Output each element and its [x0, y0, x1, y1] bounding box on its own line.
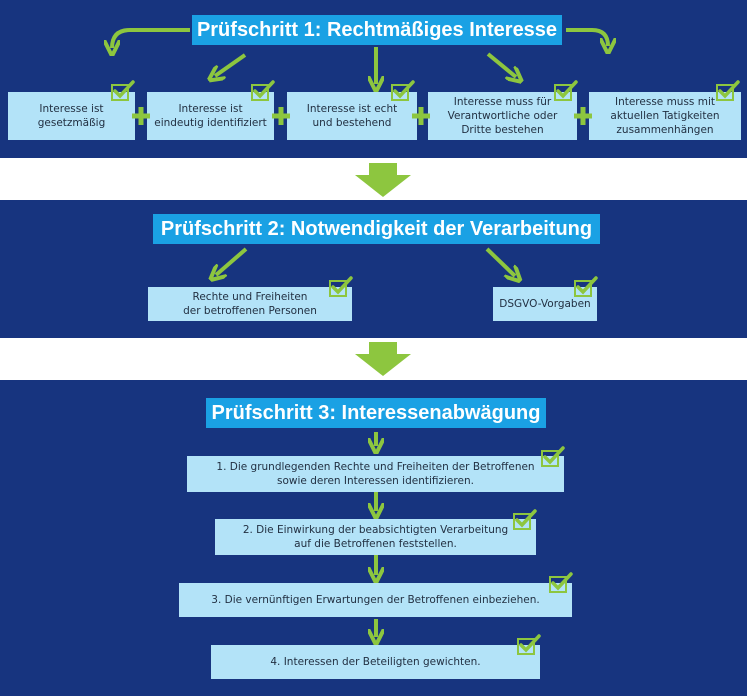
criterion-box: Interesse ist eindeutig identifiziert: [147, 92, 274, 140]
check-icon: [554, 80, 578, 101]
step-box: 2. Die Einwirkung der beabsichtigten Ver…: [215, 519, 536, 555]
stage-3-arrows: [0, 432, 747, 696]
check-icon: [391, 80, 415, 101]
criterion-box: DSGVO-Vorgaben: [493, 287, 597, 321]
step-box: 1. Die grundlegenden Rechte und Freiheit…: [187, 456, 564, 492]
arrow-icon: [486, 52, 516, 77]
stage-3-title: Prüfschritt 3: Interessenabwägung: [206, 398, 546, 428]
check-icon: [549, 572, 573, 593]
check-icon: [574, 276, 598, 297]
arrow-icon: [215, 53, 247, 76]
arrow-icon: [566, 28, 608, 46]
stage-3-panel: Prüfschritt 3: Interessenabwägung 1. Die…: [0, 380, 747, 696]
check-icon: [329, 276, 353, 297]
plus-icon: [412, 107, 430, 125]
step-box: 3. Die vernünftigen Erwartungen der Betr…: [179, 583, 572, 617]
criterion-box: Rechte und Freiheiten der betroffenen Pe…: [148, 287, 352, 321]
step-box: 4. Interessen der Beteiligten gewichten.: [211, 645, 540, 679]
arrow-icon: [355, 163, 411, 197]
arrow-icon: [485, 247, 515, 276]
check-icon: [513, 509, 537, 530]
arrow-icon: [112, 28, 190, 48]
plus-icon: [132, 107, 150, 125]
arrow-icon: [355, 342, 411, 376]
stage-1-panel: Prüfschritt 1: Rechtmäßiges Interesse In…: [0, 0, 747, 158]
check-icon: [111, 80, 135, 101]
check-icon: [716, 80, 740, 101]
stage-1-title: Prüfschritt 1: Rechtmäßiges Interesse: [192, 15, 562, 45]
check-icon: [541, 446, 565, 467]
plus-icon: [574, 107, 592, 125]
stage-1-arrows: [0, 28, 747, 158]
stage-2-arrows: [0, 247, 747, 338]
check-icon: [517, 634, 541, 655]
check-icon: [251, 80, 275, 101]
stage-2-panel: Prüfschritt 2: Notwendigkeit der Verarbe…: [0, 200, 747, 338]
stage-2-title: Prüfschritt 2: Notwendigkeit der Verarbe…: [153, 214, 600, 244]
criterion-box: Interesse muss mit aktuellen Tatigkeiten…: [589, 92, 741, 140]
criterion-box: Interesse muss für Verantwortliche oder …: [428, 92, 577, 140]
arrow-icon: [216, 247, 248, 275]
plus-icon: [272, 107, 290, 125]
